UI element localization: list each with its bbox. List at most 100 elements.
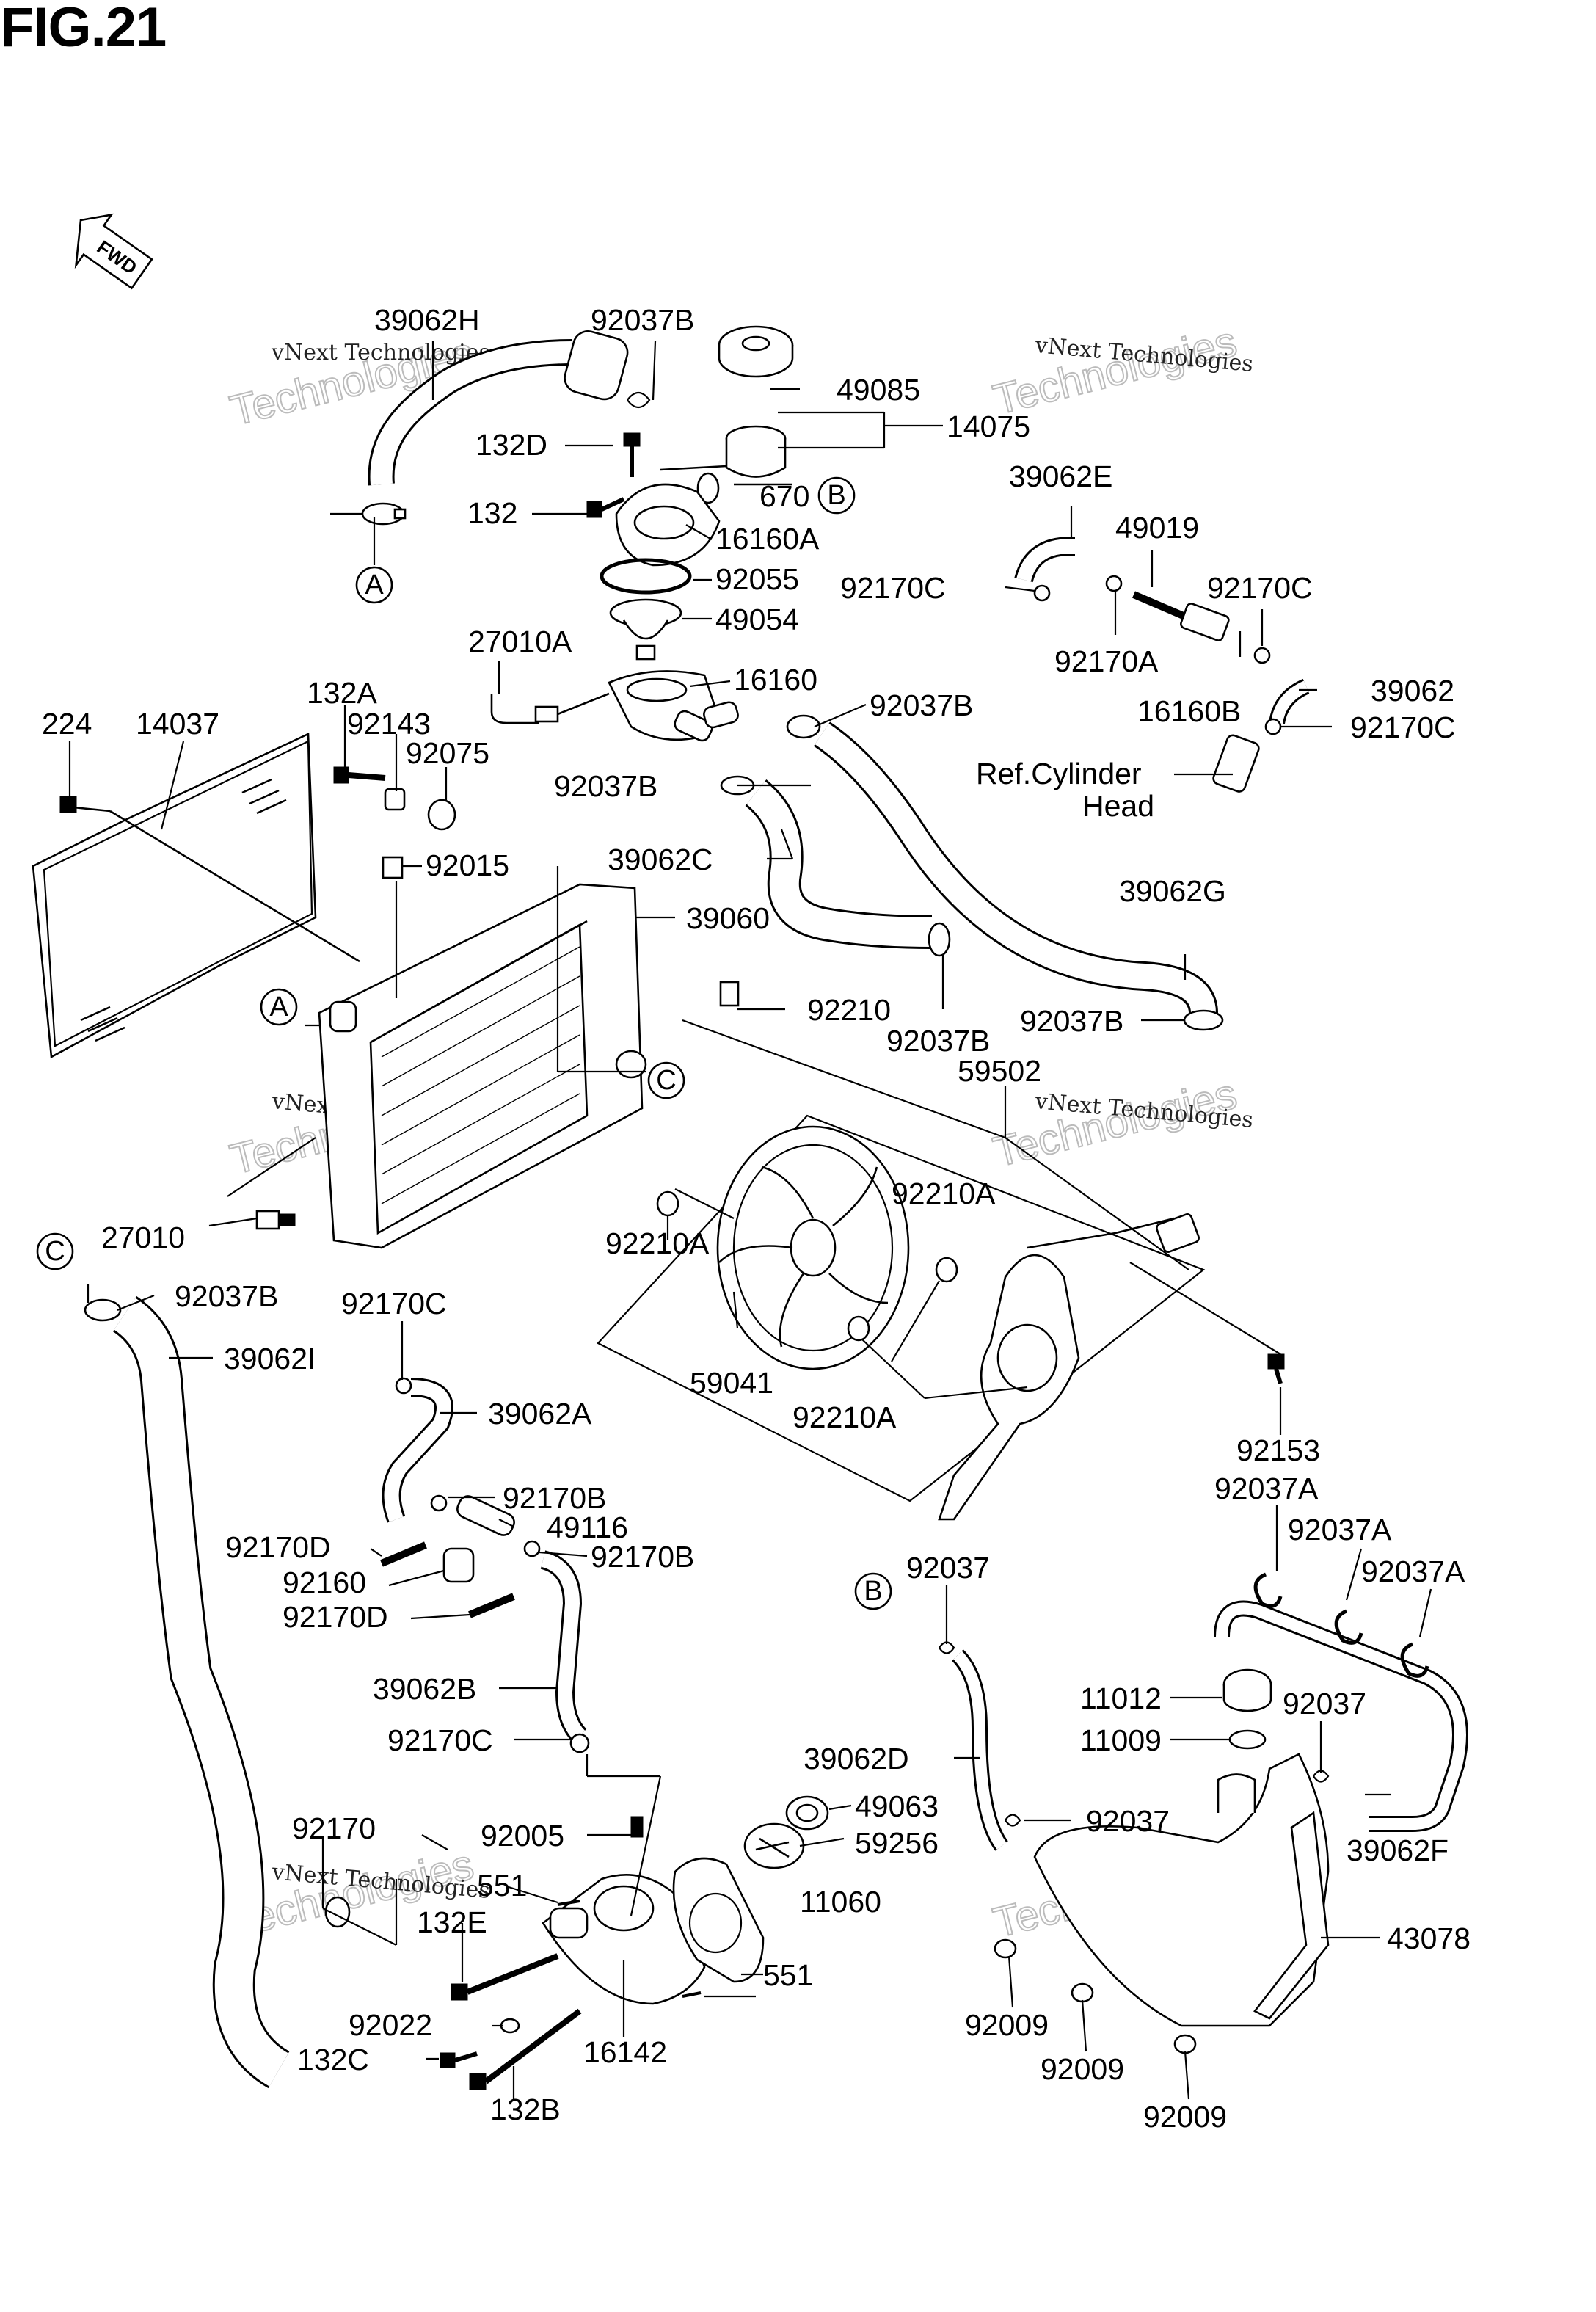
clamp-92170b-2 — [523, 1540, 541, 1557]
part-label: 92037B — [554, 769, 657, 803]
holder-92160 — [442, 1547, 475, 1583]
washer-92022 — [500, 2018, 520, 2034]
part-label: 92075 — [406, 736, 489, 770]
part-label: 59041 — [690, 1366, 773, 1400]
clamp-92037-r — [1313, 1770, 1330, 1783]
hose-39062 — [1269, 678, 1310, 725]
leader-lines — [68, 341, 1432, 2100]
part-label: 92170C — [341, 1287, 447, 1320]
clamp-92037-d1 — [939, 1641, 955, 1654]
fan-assembly-box — [597, 1114, 1206, 1502]
clip-92210 — [719, 981, 740, 1007]
clamp-92170c-1 — [1033, 584, 1051, 602]
part-label: 14075 — [947, 410, 1030, 443]
part-label: 92037 — [1283, 1687, 1366, 1720]
svg-text:B: B — [827, 480, 845, 511]
part-label: 16160B — [1137, 694, 1241, 728]
seal-49063 — [785, 1795, 829, 1831]
part-label: 39062F — [1347, 1833, 1449, 1867]
part-label: 27010A — [468, 625, 572, 658]
clamp-92170a — [1105, 575, 1123, 592]
part-label: 92170B — [503, 1481, 606, 1515]
svg-text:A: A — [269, 992, 288, 1022]
hose-39062a — [382, 1378, 453, 1523]
part-label: 132E — [417, 1905, 487, 1939]
part-label: 92015 — [426, 848, 509, 882]
page-title: FIG.21 — [0, 0, 167, 59]
part-label: 92009 — [965, 2008, 1049, 2042]
hose-39062g — [813, 721, 1218, 1014]
clamp-92037b-upper — [786, 714, 821, 739]
fitting-16160b — [1180, 603, 1230, 641]
clamp-92170c-3 — [1264, 718, 1282, 735]
bolt-92009-1 — [994, 1938, 1017, 1959]
callout-a-top: A — [355, 566, 393, 604]
hose-39062c — [745, 779, 933, 949]
hose-39062d — [951, 1649, 1009, 1851]
callout-c-radiator: C — [647, 1061, 685, 1099]
hose-39062i — [112, 1295, 291, 2089]
part-label: 132D — [475, 428, 547, 462]
part-label: 43078 — [1387, 1922, 1471, 1955]
nut-92210a-3 — [847, 1315, 870, 1342]
part-label: 39062G — [1119, 874, 1226, 908]
svg-text:vNext Technologies: vNext Technologies — [271, 340, 490, 366]
pin-92005 — [630, 1816, 644, 1838]
cap-11012 — [1222, 1668, 1272, 1712]
part-label: 92210A — [605, 1226, 710, 1260]
radiator-39060 — [318, 883, 647, 1249]
fan-59041 — [716, 1125, 910, 1370]
part-label: 39062E — [1009, 459, 1112, 493]
part-label: 92037 — [1086, 1804, 1170, 1838]
part-label: 132 — [467, 496, 517, 530]
clamp-92037b-top — [627, 391, 651, 409]
housing-cover-16160a — [615, 483, 721, 567]
callout-b-top: B — [817, 476, 856, 515]
thermostat-housing-16160 — [608, 670, 739, 742]
clamp-92037b-a — [361, 502, 407, 526]
part-label: 92170D — [225, 1530, 331, 1564]
part-label: 49019 — [1115, 511, 1199, 545]
part-label: 92170C — [1207, 571, 1313, 605]
part-label: 92153 — [1236, 1433, 1320, 1467]
fan-motor-bracket — [938, 1213, 1200, 1521]
callout-a-radiator: A — [260, 988, 298, 1026]
part-label: 11060 — [800, 1885, 881, 1919]
part-label: 11009 — [1080, 1723, 1162, 1757]
part-label: 49054 — [715, 603, 799, 636]
temp-sensor-27010a — [490, 692, 610, 724]
part-label: 92037A — [1361, 1555, 1465, 1588]
svg-text:B: B — [864, 1576, 882, 1607]
bolt-92009-2 — [1071, 1982, 1094, 2003]
part-label: 670 — [759, 479, 809, 513]
ref-cylinder-head-line1: Ref.Cylinder — [976, 757, 1142, 790]
part-label: 27010 — [101, 1221, 185, 1254]
pin-551-top — [557, 1900, 580, 1906]
part-label: 39062A — [488, 1397, 592, 1431]
clamp-92170c-2 — [1253, 647, 1271, 664]
part-label: 92022 — [349, 2008, 432, 2042]
part-label: 132C — [297, 2043, 369, 2076]
clamp-92037a-2 — [1334, 1609, 1363, 1645]
clamp-92170c-b — [569, 1733, 590, 1753]
watermark-top-right: Technologies vNext Technologies — [988, 317, 1254, 425]
bolt-92009-3 — [1173, 2034, 1197, 2054]
part-label: 92055 — [715, 562, 799, 596]
part-label: 39062I — [224, 1342, 316, 1375]
part-label: 49085 — [837, 373, 920, 407]
part-label: 92037 — [906, 1551, 990, 1585]
fwd-arrow-icon: FWD — [74, 213, 153, 290]
clamp-92170b-1 — [430, 1494, 448, 1512]
part-label: 92009 — [1143, 2100, 1227, 2134]
part-label: 39062H — [374, 303, 480, 337]
part-label: 11012 — [1080, 1682, 1162, 1715]
part-label: 92170B — [591, 1540, 694, 1574]
callout-b-bottom: B — [854, 1572, 892, 1610]
gasket-11009 — [1228, 1729, 1267, 1750]
part-label: 92037B — [870, 688, 973, 722]
impeller-59256 — [743, 1822, 805, 1869]
part-label: 92037B — [886, 1024, 990, 1058]
bolt-132a — [333, 766, 386, 784]
part-label: 92170C — [387, 1723, 493, 1757]
radiator-cap-49085 — [718, 325, 794, 378]
